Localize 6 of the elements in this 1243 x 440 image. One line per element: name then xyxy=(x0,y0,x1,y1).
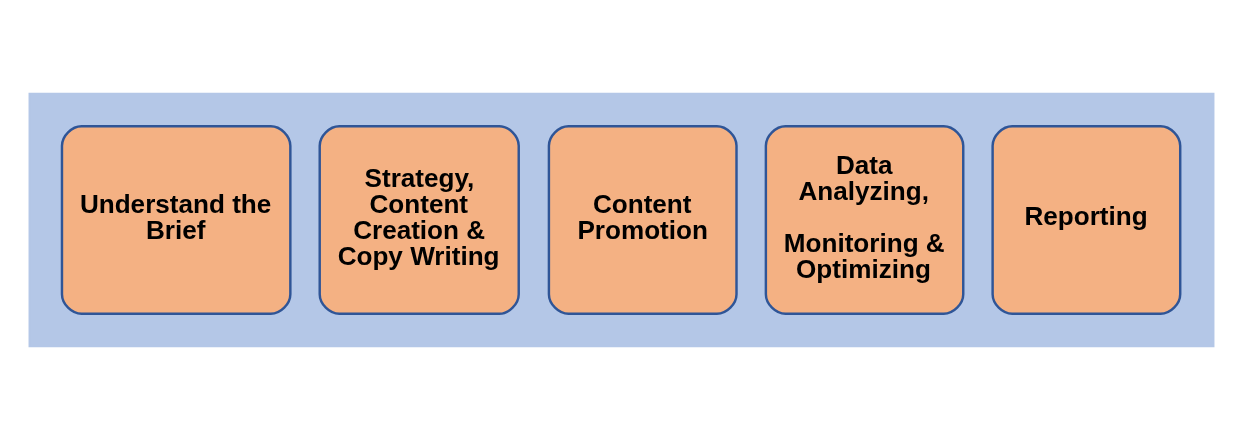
cluster xyxy=(28,92,1215,348)
node-box: Content Promotion xyxy=(547,124,738,316)
node-box: Data Analyzing, Monitoring & Optimizing xyxy=(764,124,965,316)
node-box: Strategy, Content Creation & Copy Writing xyxy=(318,124,520,316)
node-box: Reporting xyxy=(991,124,1182,316)
node-box: Understand the Brief xyxy=(60,124,292,316)
